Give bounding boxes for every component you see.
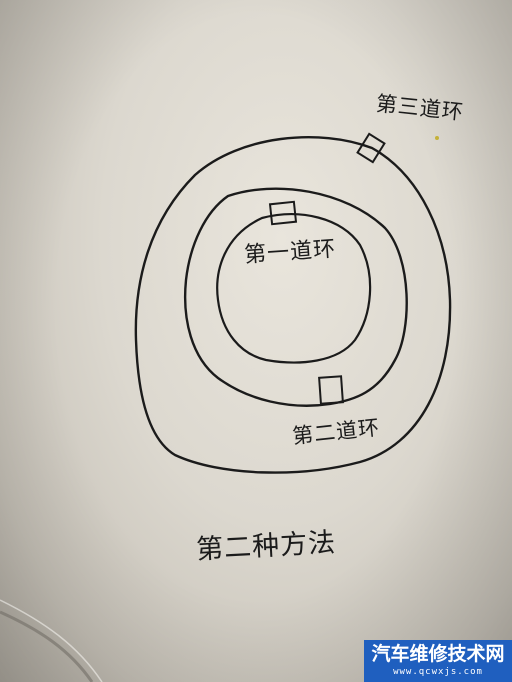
outer-ring-gap-marker	[356, 132, 386, 164]
method-caption: 第二种方法	[195, 527, 337, 566]
inner-ring-gap-marker	[268, 200, 298, 226]
site-watermark: 汽车维修技术网 www.qcwxjs.com	[364, 640, 512, 682]
watermark-site-name: 汽车维修技术网	[371, 643, 505, 665]
middle-ring-gap-marker	[318, 375, 344, 405]
paper-clip-wire	[0, 610, 94, 682]
outer-ring	[134, 136, 452, 474]
watermark-site-url: www.qcwxjs.com	[393, 667, 483, 677]
first-ring-label: 第一道环	[243, 236, 337, 269]
inner-ring	[216, 213, 372, 364]
